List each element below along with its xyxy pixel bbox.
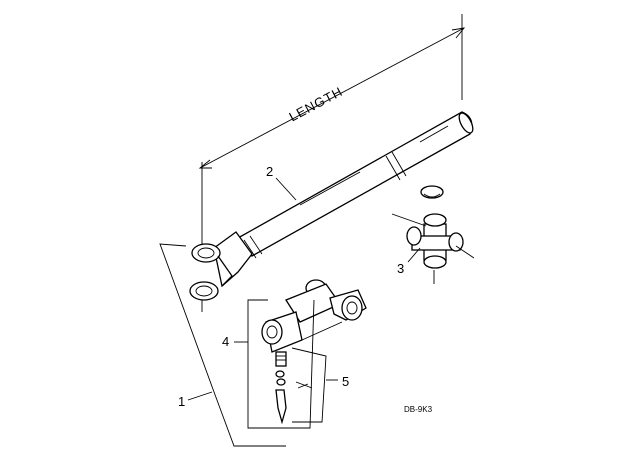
callout-4: 4	[222, 334, 229, 349]
callout-5-bracket	[291, 347, 327, 423]
universal-joint-cross	[391, 213, 475, 284]
length-label: LENGTH	[286, 84, 345, 125]
callout-2: 2	[266, 164, 273, 179]
callout-2-leader	[275, 177, 297, 201]
callout-3: 3	[397, 261, 404, 276]
snap-ring	[420, 185, 444, 199]
callout-4-bracket	[247, 299, 315, 429]
centering-kit	[275, 351, 313, 425]
yoke-bearing-cup-upper	[191, 243, 221, 263]
coupling-bearing-cup-right	[341, 295, 363, 321]
figure-code: DB-9K3	[404, 405, 433, 414]
drive-shaft-tube	[237, 111, 474, 259]
ujoint-bearing-cup-right	[448, 232, 464, 252]
tube-end-cap	[458, 112, 474, 134]
callout-1: 1	[178, 394, 185, 409]
length-arrow-right	[451, 27, 466, 39]
callout-5: 5	[342, 374, 349, 389]
callout-1-leader	[187, 391, 213, 401]
yoke-bearing-cup-lower	[189, 281, 219, 301]
coupling-yoke-assembly	[261, 279, 367, 353]
coupling-centering-socket	[261, 319, 283, 345]
length-dimension-line	[199, 27, 465, 169]
ujoint-bearing-cup-top	[423, 213, 447, 227]
tube-yoke	[189, 231, 253, 312]
callout-1-bracket	[159, 243, 286, 447]
length-arrow-left	[198, 159, 212, 169]
ujoint-bearing-cup-left	[406, 226, 422, 246]
ujoint-bearing-cup-bottom	[423, 255, 447, 269]
